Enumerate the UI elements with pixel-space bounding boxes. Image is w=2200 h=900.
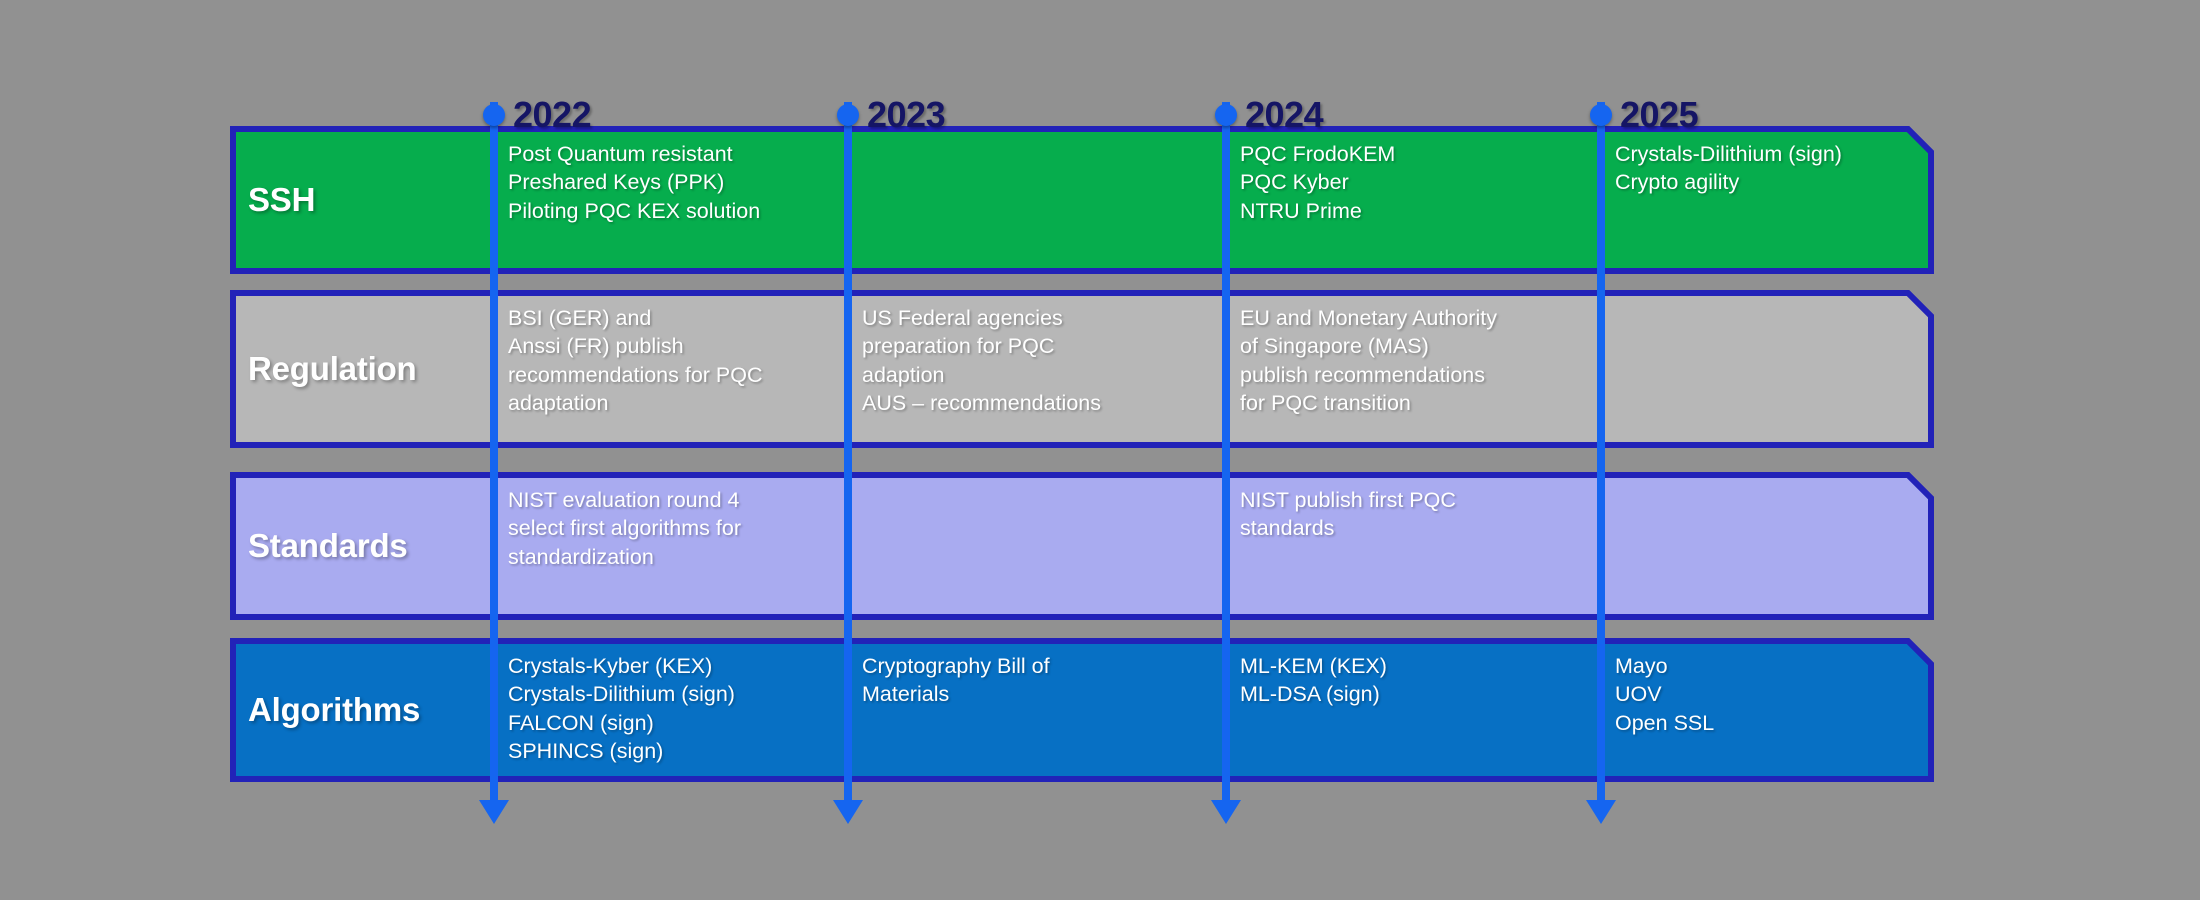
row-label-algorithms: Algorithms xyxy=(248,691,421,728)
cell-ssh-2023[interactable] xyxy=(862,126,1220,274)
cell-regulation-2023[interactable]: US Federal agencies preparation for PQC … xyxy=(862,306,1101,416)
timeline-row-standards[interactable]: Standards NIST evaluation round 4 select … xyxy=(230,472,1934,620)
timeline-rail-2023 xyxy=(844,102,852,802)
cell-ssh-2025[interactable]: Crystals-Dilithium (sign) Crypto agility xyxy=(1615,142,1842,195)
timeline-arrow-2022 xyxy=(479,800,509,824)
cell-regulation-2024[interactable]: EU and Monetary Authority of Singapore (… xyxy=(1240,306,1497,416)
cell-algorithms-2022[interactable]: Crystals-Kyber (KEX) Crystals-Dilithium … xyxy=(508,654,735,764)
timeline-row-ssh[interactable]: SSH Post Quantum resistant Preshared Keys… xyxy=(230,126,1934,274)
timeline-arrow-2024 xyxy=(1211,800,1241,824)
timeline-arrow-2023 xyxy=(833,800,863,824)
timeline-row-regulation[interactable]: Regulation BSI (GER) and Anssi (FR) publi… xyxy=(230,290,1934,448)
row-background-shape xyxy=(230,638,1934,782)
cell-regulation-2025[interactable] xyxy=(1615,290,1918,448)
row-label-regulation: Regulation xyxy=(248,350,417,387)
cell-regulation-2022[interactable]: BSI (GER) and Anssi (FR) publish recomme… xyxy=(508,306,763,416)
cell-ssh-2022[interactable]: Post Quantum resistant Preshared Keys (P… xyxy=(508,142,761,223)
cell-standards-2022[interactable]: NIST evaluation round 4 select first alg… xyxy=(508,488,741,569)
timeline-rail-2022 xyxy=(490,102,498,802)
row-label-ssh: SSH xyxy=(248,181,316,218)
cell-standards-2023[interactable] xyxy=(862,472,1220,620)
row-background-shape xyxy=(230,472,1934,620)
cell-ssh-2024[interactable]: PQC FrodoKEM PQC Kyber NTRU Prime xyxy=(1240,142,1396,223)
row-background-shape xyxy=(230,126,1934,274)
cell-algorithms-2023[interactable]: Cryptography Bill of Materials xyxy=(862,654,1050,707)
cell-standards-2024[interactable]: NIST publish first PQC standards xyxy=(1240,488,1456,541)
row-background-shape xyxy=(230,290,1934,448)
cell-standards-2025[interactable] xyxy=(1615,472,1918,620)
cell-algorithms-2024[interactable]: ML-KEM (KEX) ML-DSA (sign) xyxy=(1240,654,1387,707)
timeline-arrow-2025 xyxy=(1586,800,1616,824)
row-label-standards: Standards xyxy=(248,527,408,564)
timeline-rail-2024 xyxy=(1222,102,1230,802)
timeline-rail-2025 xyxy=(1597,102,1605,802)
cell-algorithms-2025[interactable]: Mayo UOV Open SSL xyxy=(1615,654,1715,735)
timeline-row-algorithms[interactable]: Algorithms Crystals-Kyber (KEX) Crystals-… xyxy=(230,638,1934,782)
